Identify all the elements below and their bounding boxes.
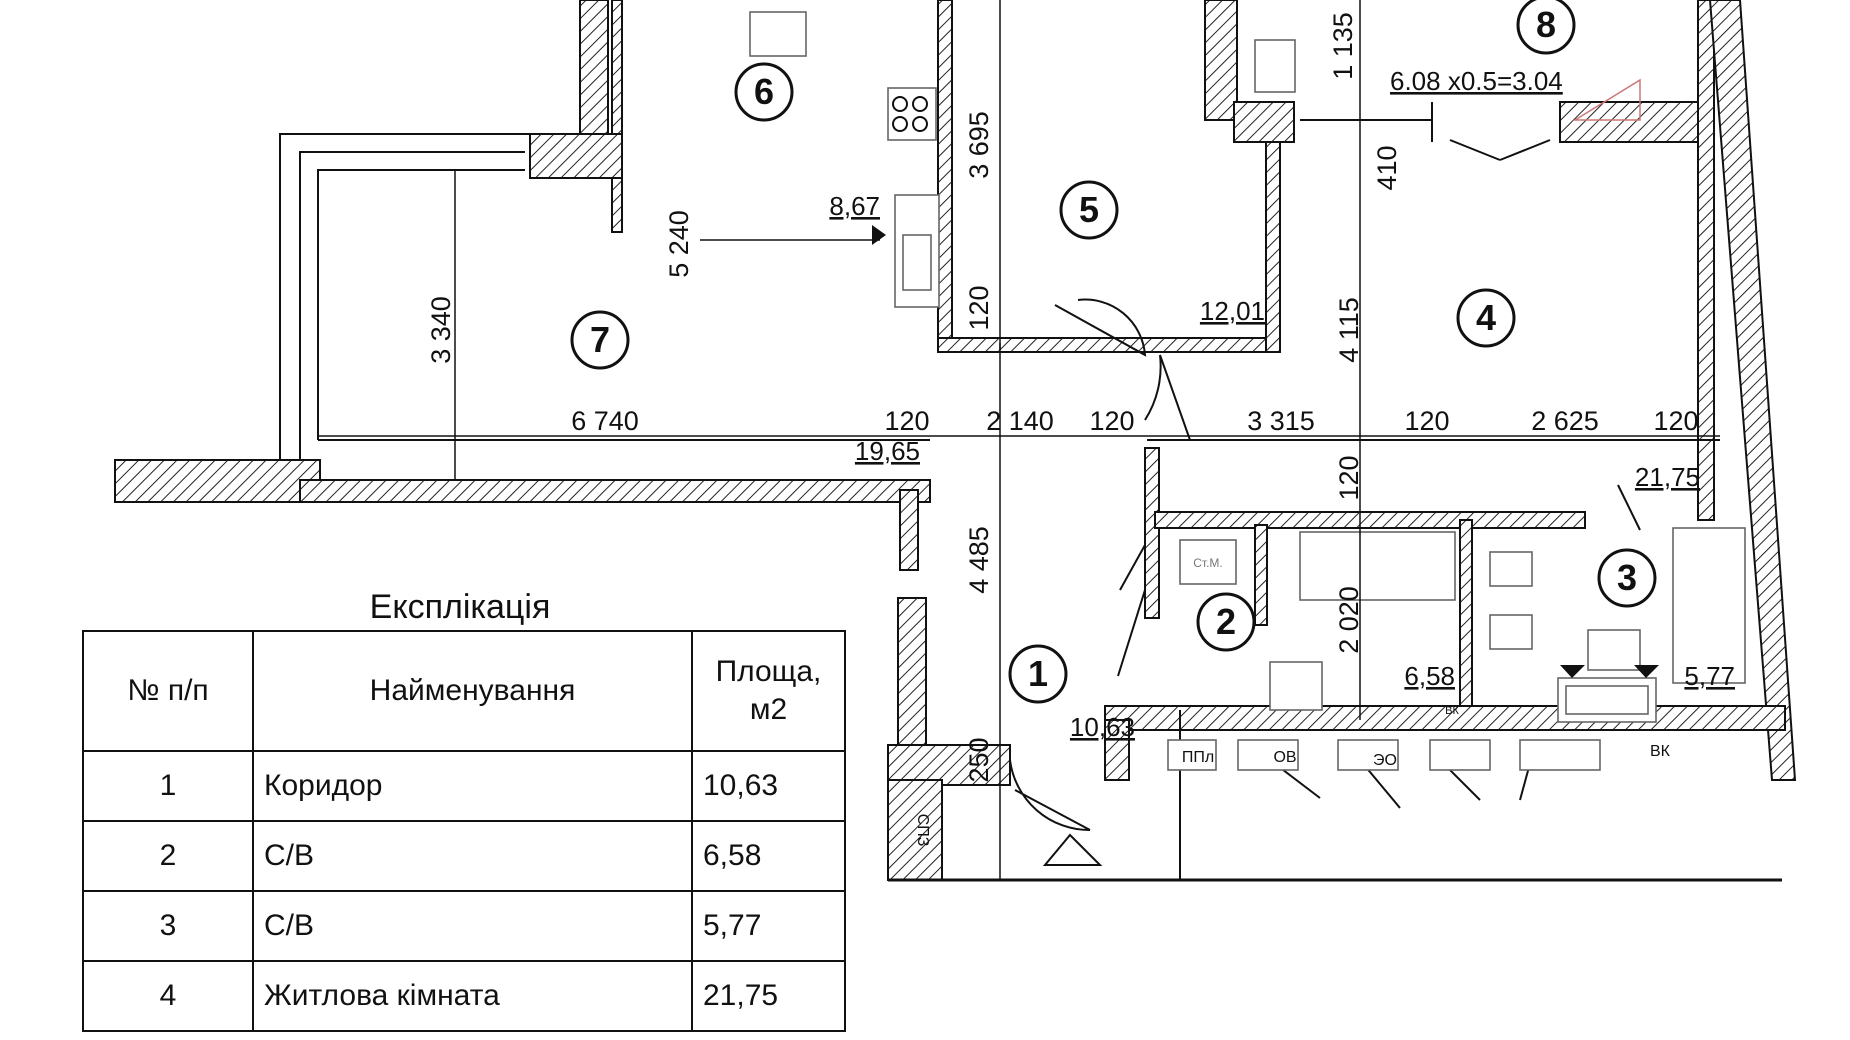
room-area-4: 21,75 [1635, 462, 1700, 492]
dim-3695: 3 695 [964, 111, 994, 179]
dim-410: 410 [1372, 145, 1402, 190]
row-area: 21,75 [691, 960, 846, 1032]
room-marker-3 [1597, 548, 1657, 608]
explication-header-row: № п/п Найменування Площа,м2 [82, 630, 846, 752]
room-area-2: 6,58 [1404, 661, 1455, 691]
room-marker-8 [1516, 0, 1576, 55]
dim-3340: 3 340 [426, 296, 456, 364]
dim-120-b: 120 [1089, 406, 1134, 436]
room-number-1: 1 [1028, 653, 1048, 694]
dim-4115: 4 115 [1334, 297, 1364, 363]
dim-250: 250 [964, 737, 994, 782]
explication-title: Експлікація [369, 588, 551, 626]
dim-120-wall: 120 [1334, 455, 1364, 500]
label-washer: Ст.М. [1193, 556, 1223, 570]
dim-2625: 2 625 [1531, 406, 1599, 436]
row-area: 6,58 [691, 820, 846, 892]
dim-3315: 3 315 [1247, 406, 1315, 436]
room-area-1: 10,63 [1070, 712, 1135, 742]
room-marker-4 [1456, 288, 1516, 348]
header-area: Площа,м2 [691, 630, 846, 752]
row-name: Житлова кімната [252, 960, 693, 1032]
room-area-7: 19,65 [855, 436, 920, 466]
room-number-7: 7 [590, 319, 610, 360]
dim-2020: 2 020 [1334, 586, 1364, 654]
dimension-lines [318, 0, 1720, 880]
room-area-8: 6.08 x0.5=3.04 [1390, 66, 1563, 96]
row-name: Коридор [252, 750, 693, 822]
room-number-8: 8 [1536, 4, 1556, 45]
row-num: 4 [82, 960, 254, 1032]
table-row: 4 Житлова кімната 21,75 [82, 960, 846, 1032]
dim-120-a: 120 [884, 406, 929, 436]
dim-4485: 4 485 [964, 526, 994, 594]
label-spz: СПЗ [914, 814, 931, 847]
row-num: 1 [82, 750, 254, 822]
room-marker-1 [1008, 644, 1068, 704]
dim-120-room5: 120 [964, 285, 994, 330]
fixtures [700, 11, 1746, 866]
room-marker-6 [734, 62, 794, 122]
label-ov: ОВ [1273, 749, 1296, 766]
label-ppl: ППл [1182, 749, 1214, 766]
room-number-3: 3 [1617, 557, 1637, 598]
label-vk: ВК [1650, 743, 1671, 760]
table-row: 2 С/В 6,58 [82, 820, 846, 892]
label-eo: ЭО [1373, 752, 1397, 769]
room-area-6: 8,67 [829, 191, 880, 221]
row-area: 10,63 [691, 750, 846, 822]
room-number-5: 5 [1079, 189, 1099, 230]
room-marker-7 [570, 310, 630, 370]
dim-1135: 1 135 [1328, 12, 1358, 80]
room-area-5: 12,01 [1200, 296, 1265, 326]
label-vk-small: ВК [1445, 705, 1459, 717]
table-row: 1 Коридор 10,63 [82, 750, 846, 822]
room-number-6: 6 [754, 71, 774, 112]
room-number-2: 2 [1216, 601, 1236, 642]
room-marker-2 [1196, 592, 1256, 652]
row-num: 3 [82, 890, 254, 962]
dimensions: 1 135 3 695 410 5 240 3 340 4 115 120 12… [426, 12, 1699, 782]
outlines [279, 102, 1782, 882]
header-name: Найменування [252, 630, 693, 752]
room-area-3: 5,77 [1684, 661, 1735, 691]
dim-120-d: 120 [1653, 406, 1698, 436]
room-areas: 8,67 12,01 19,65 21,75 6,58 5,77 10,63 6… [829, 66, 1735, 742]
row-name: С/В [252, 820, 693, 892]
walls [114, 0, 1797, 881]
row-area: 5,77 [691, 890, 846, 962]
row-name: С/В [252, 890, 693, 962]
header-num: № п/п [82, 630, 254, 752]
table-row: 3 С/В 5,77 [82, 890, 846, 962]
room-number-4: 4 [1476, 297, 1496, 338]
row-num: 2 [82, 820, 254, 892]
dim-120-c: 120 [1404, 406, 1449, 436]
room-marker-5 [1059, 180, 1119, 240]
dim-2140: 2 140 [986, 406, 1054, 436]
explication-table: № п/п Найменування Площа,м2 1 Коридор 10… [82, 630, 846, 1032]
shaft-labels: ППл ОВ ЭО ВК ВК Ст.М. СПЗ [914, 556, 1671, 846]
dim-5240: 5 240 [664, 210, 694, 278]
room-markers: 6 5 7 8 4 3 2 1 [570, 0, 1657, 704]
dim-6740: 6 740 [571, 406, 639, 436]
